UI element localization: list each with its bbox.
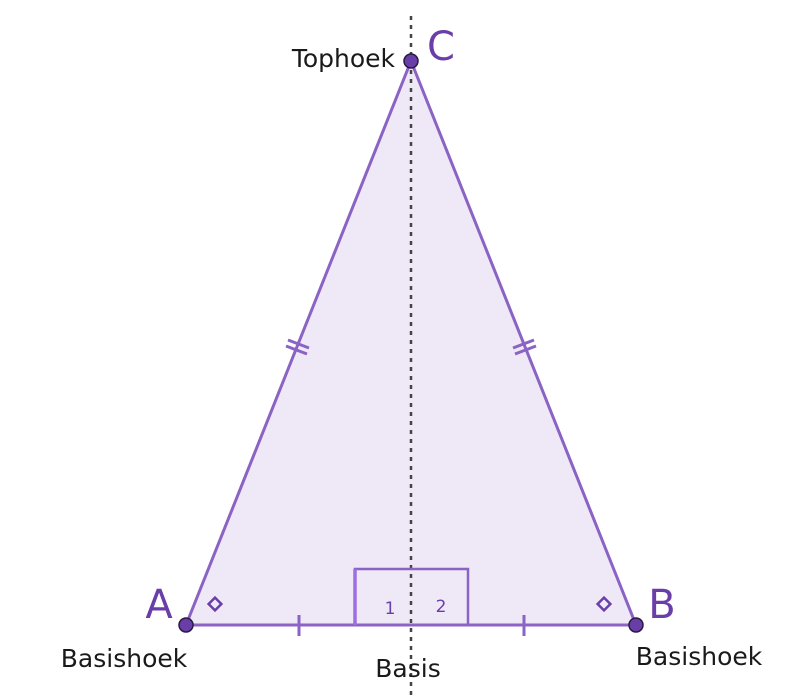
- base-angle-left-label: Basishoek: [61, 644, 188, 673]
- base-angle-right-label: Basishoek: [636, 642, 763, 671]
- vertex-c-point: [403, 53, 419, 69]
- angle-2-label: 2: [436, 597, 447, 617]
- side-ac-tick-marks: [285, 338, 310, 356]
- side-bc-tick-marks: [512, 338, 537, 356]
- vertex-a-point: [178, 617, 194, 633]
- base-label: Basis: [375, 654, 440, 683]
- vertex-b-point: [628, 617, 644, 633]
- angle-1-label: 1: [385, 599, 396, 619]
- vertex-c-label: C: [427, 24, 455, 70]
- vertex-b-label: B: [648, 582, 675, 628]
- base-angle-b-marker: [595, 595, 613, 613]
- top-angle-label: Tophoek: [291, 44, 396, 73]
- vertex-a-label: A: [145, 582, 173, 628]
- base-angle-a-marker: [206, 595, 224, 613]
